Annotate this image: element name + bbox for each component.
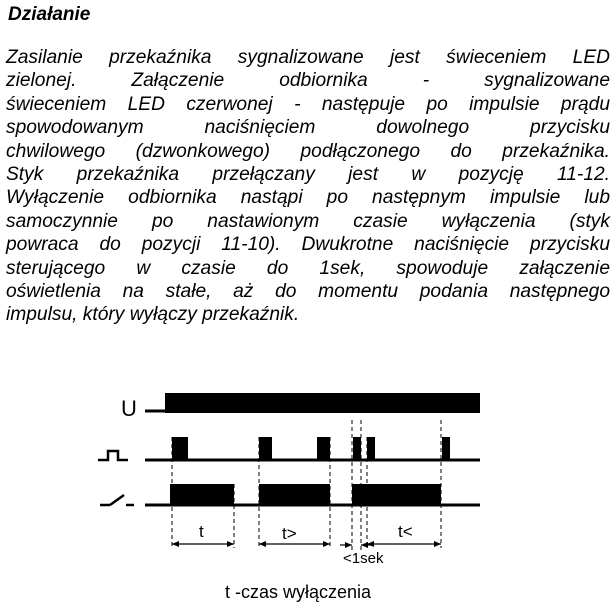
paragraph-line: świeceniem LED czerwonej - następuje po … xyxy=(6,93,610,115)
interval-label-t: t xyxy=(199,522,204,541)
pulse-4 xyxy=(353,437,361,460)
paragraph-line: powraca do pozycji 11-10). Dwukrotne nac… xyxy=(6,234,610,256)
paragraph-line: Zasilanie przekaźnika sygnalizowane jest… xyxy=(6,47,610,68)
diagram-caption: t -czas wyłączenia xyxy=(225,582,372,602)
pushbutton-pulse-icon xyxy=(98,449,128,462)
pulse-5 xyxy=(367,437,375,460)
interval-label-t-less: t< xyxy=(398,522,413,541)
supply-on-bar xyxy=(165,393,480,413)
paragraph-line: sterującego w czasie do 1sek, spowoduje … xyxy=(6,257,610,279)
contact-on-3 xyxy=(352,484,441,505)
supply-label: U xyxy=(121,396,137,421)
paragraph-line: chwilowego (dzwonkowego) podłączonego do… xyxy=(6,140,610,162)
contact-symbol-switch xyxy=(109,493,125,507)
contact-on-2 xyxy=(259,484,330,505)
time-guides xyxy=(171,420,442,552)
paragraph-line: zielonej. Załączenie odbiornika - sygnal… xyxy=(6,70,610,92)
paragraph-line: Styk przekaźnika przełączany jest w pozy… xyxy=(6,164,610,186)
paragraph-line: samoczynnie po nastawionym czasie wyłącz… xyxy=(6,210,610,232)
pulse-2 xyxy=(259,437,272,460)
section-heading: Działanie xyxy=(8,4,91,25)
paragraph-line: spowodowanym naciśnięciem dowolnego przy… xyxy=(6,117,610,139)
paragraph-line: impulsu, który wyłączy przekaźnik. xyxy=(6,304,300,326)
pulse-1 xyxy=(172,437,188,460)
pulse-3 xyxy=(317,437,330,460)
pulse-6 xyxy=(442,437,450,460)
interval-label-1sek: <1sek xyxy=(343,550,384,567)
contact-on-1 xyxy=(170,484,234,505)
paragraph-line: oświetlenia na stałe, aż do momentu poda… xyxy=(6,281,610,303)
interval-label-t-greater: t> xyxy=(282,524,297,543)
paragraph-line: Wyłączenie odbiornika nastąpi po następn… xyxy=(6,187,610,209)
description-paragraph: Zasilanie przekaźnika sygnalizowane jest… xyxy=(6,46,610,327)
